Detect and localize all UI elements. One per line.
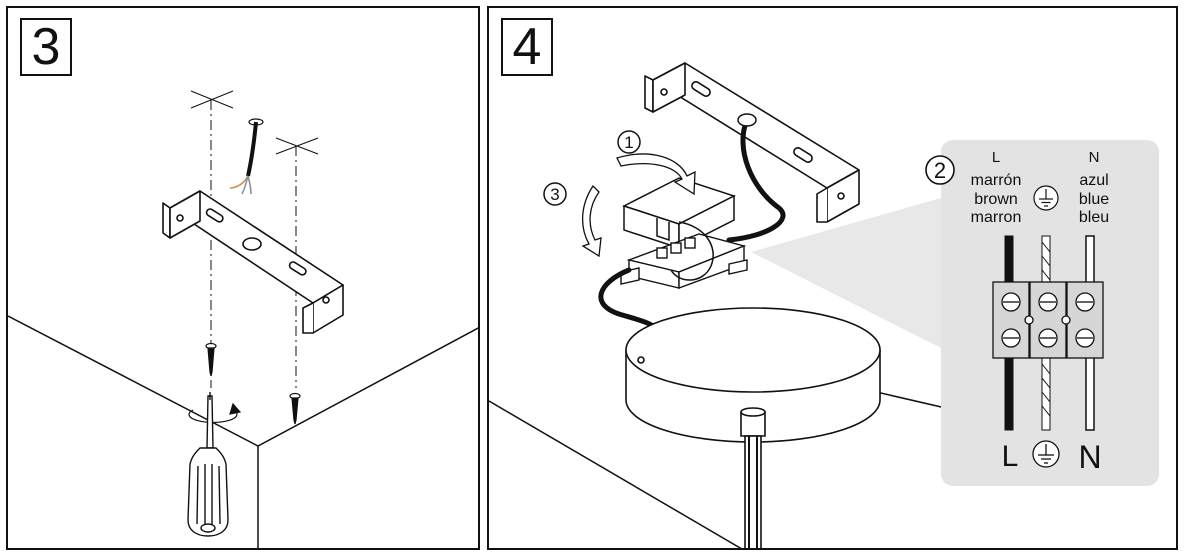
callout-marker-2: 2 [925, 155, 955, 185]
callout-label-1: 1 [624, 133, 633, 152]
screw-right [289, 392, 301, 425]
mains-cable [229, 118, 264, 195]
step-number-4: 4 [501, 18, 553, 76]
callout-label-3: 3 [550, 185, 559, 204]
step-3-illustration [8, 90, 478, 548]
earth-wire [1041, 235, 1051, 431]
drill-mark-left [190, 90, 234, 109]
callout-label-2: 2 [934, 158, 946, 183]
ceiling-corner [8, 315, 478, 548]
live-color-es: marrón [971, 172, 1022, 189]
live-color-fr: marron [971, 209, 1022, 226]
neutral-color-en: blue [1079, 191, 1109, 208]
ceiling-canopy [625, 307, 881, 443]
step-4-illustration: 1 3 2 L marrón brown marron N azul blue … [489, 62, 1159, 548]
pendant-cord [740, 407, 766, 548]
drill-mark-right [275, 137, 319, 155]
live-letter-label: L [992, 149, 1000, 166]
earth-icon-bottom [1032, 440, 1060, 468]
earth-icon-top [1033, 185, 1059, 211]
arrow-step-3 [581, 184, 602, 258]
callout-beam [751, 198, 941, 348]
neutral-color-fr: bleu [1079, 209, 1109, 226]
arrow-step-1 [616, 153, 696, 196]
live-color-en: brown [974, 191, 1018, 208]
screw-left [205, 342, 217, 377]
callout-marker-3: 3 [543, 182, 567, 206]
mounting-bracket [644, 62, 860, 223]
neutral-symbol-label: N [1078, 439, 1101, 475]
rotation-arrow [188, 402, 242, 424]
neutral-color-es: azul [1079, 172, 1108, 189]
mounting-bracket [162, 190, 344, 334]
terminal-cover [622, 177, 736, 250]
live-symbol-label: L [1002, 440, 1019, 473]
mains-cable [726, 117, 786, 243]
screwdriver [187, 392, 229, 537]
step-number-3: 3 [20, 18, 72, 76]
step-4-panel: 4 [487, 6, 1178, 550]
step-3-panel: 3 [6, 6, 480, 550]
neutral-letter-label: N [1089, 149, 1100, 166]
terminal-screws [1001, 292, 1095, 348]
callout-marker-1: 1 [617, 130, 641, 154]
